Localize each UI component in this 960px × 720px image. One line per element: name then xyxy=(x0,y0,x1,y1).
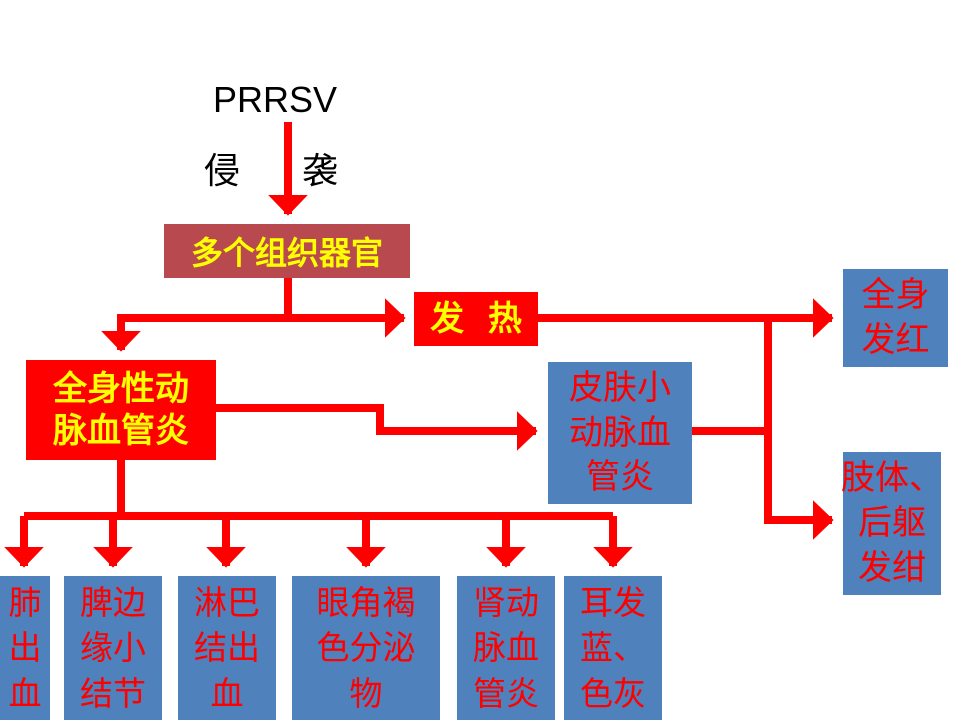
box-lymph-hemorrhage: 淋巴 结出 血 xyxy=(178,576,276,720)
lymph-line-3: 血 xyxy=(210,673,244,713)
box-ear-discoloration: 耳发 蓝、 色灰 xyxy=(564,576,662,720)
box-spleen-nodules: 脾边 缘小 结节 xyxy=(64,576,162,720)
kidney-line-2: 脉血 xyxy=(473,628,539,668)
box-body-redness: 全身 发红 xyxy=(843,269,948,367)
vasculitis-line-1: 全身性动 xyxy=(53,368,189,409)
red-line-1: 全身 xyxy=(861,275,930,316)
arrow-to-skin xyxy=(216,404,538,451)
ear-line-1: 耳发 xyxy=(580,582,646,622)
box-systemic-vasculitis: 全身性动 脉血管炎 xyxy=(26,360,216,460)
cyan-line-1: 肢体、 xyxy=(841,458,943,499)
eye-line-2: 色分泌 xyxy=(316,628,416,668)
pathogen-title: PRRSV xyxy=(212,79,338,120)
spleen-line-1: 脾边 xyxy=(80,582,146,622)
box-lung-hemorrhage: 肺 出 血 xyxy=(0,576,50,720)
box-limb-cyanosis: 肢体、 后躯 发绀 xyxy=(841,452,943,595)
lung-line-3: 血 xyxy=(8,673,42,713)
spleen-line-3: 结节 xyxy=(80,673,146,713)
box-skin-arteriole-vasculitis: 皮肤小 动脉血 管炎 xyxy=(548,362,692,504)
lung-line-2: 出 xyxy=(8,628,42,668)
box-multiple-organs: 多个组织器官 xyxy=(164,224,410,278)
vasculitis-line-2: 脉血管炎 xyxy=(53,411,189,451)
ear-line-3: 色灰 xyxy=(580,673,646,713)
box-eye-discharge: 眼角褐 色分泌 物 xyxy=(292,576,440,720)
eye-line-1: 眼角褐 xyxy=(316,582,416,622)
box-renal-vasculitis: 肾动 脉血 管炎 xyxy=(457,576,555,720)
red-line-2: 发红 xyxy=(861,320,930,360)
lung-line-1: 肺 xyxy=(8,582,42,622)
lymph-line-1: 淋巴 xyxy=(194,582,260,622)
skin-line-1: 皮肤小 xyxy=(569,367,671,408)
skin-line-3: 管炎 xyxy=(586,457,654,498)
cyan-line-3: 发绀 xyxy=(858,547,926,588)
box-fever: 发 热 xyxy=(414,292,538,346)
invade-char-1: 侵 xyxy=(203,151,240,192)
skin-line-2: 动脉血 xyxy=(569,412,671,453)
kidney-line-1: 肾动 xyxy=(473,582,539,622)
eye-line-3: 物 xyxy=(349,673,383,713)
invade-char-2: 袭 xyxy=(301,151,338,192)
arrow-to-cyanosis xyxy=(764,318,834,540)
arrow-to-vasculitis xyxy=(101,314,288,352)
cyan-line-2: 后躯 xyxy=(858,503,926,544)
ear-line-2: 蓝、 xyxy=(580,628,646,668)
kidney-line-3: 管炎 xyxy=(473,673,539,713)
spleen-line-2: 缘小 xyxy=(80,628,146,668)
lymph-line-2: 结出 xyxy=(194,628,260,668)
